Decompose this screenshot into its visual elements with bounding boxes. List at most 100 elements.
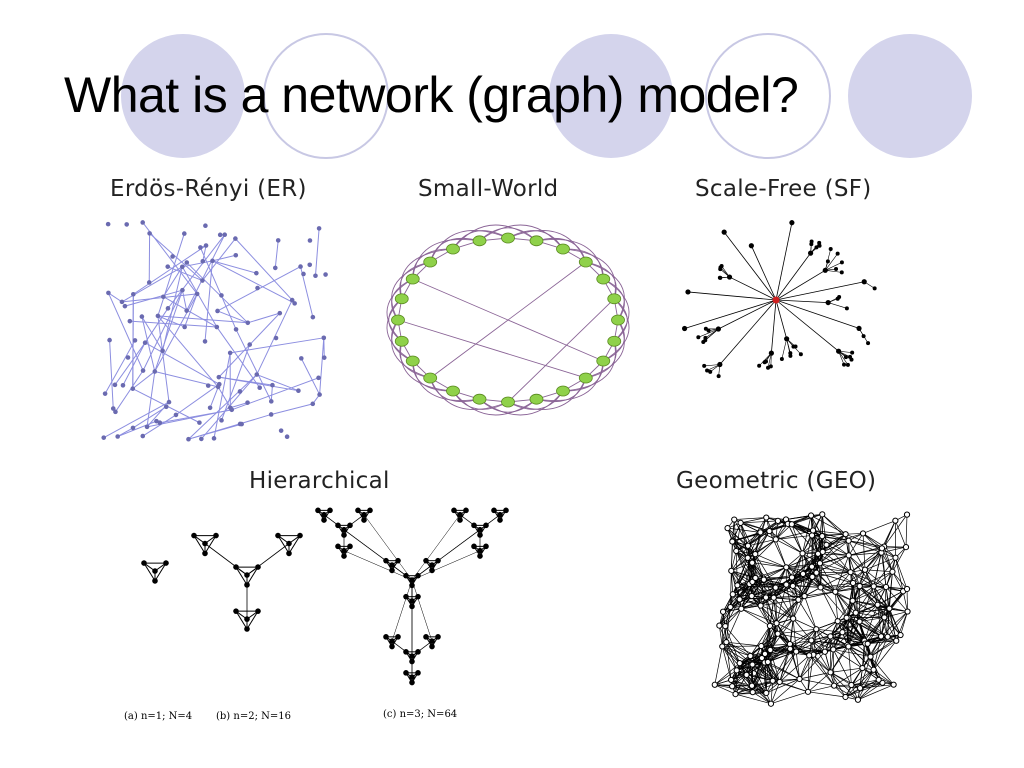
hierarchical-node xyxy=(341,553,347,559)
er-node xyxy=(321,355,327,360)
geometric-node xyxy=(845,552,852,559)
er-node xyxy=(130,386,136,391)
geometric-edge xyxy=(802,535,813,574)
geometric-edge xyxy=(733,519,749,546)
er-node xyxy=(237,421,243,427)
deco-circle-filled xyxy=(549,34,673,158)
er-node xyxy=(313,273,318,279)
geometric-edge xyxy=(848,621,860,647)
er-edge xyxy=(115,370,144,413)
er-node xyxy=(127,318,133,324)
geometric-edge xyxy=(773,597,794,619)
geometric-node xyxy=(749,559,756,566)
er-edge xyxy=(181,266,218,328)
hierarchical-node xyxy=(423,557,429,564)
hierarchical-node xyxy=(409,598,415,604)
er-node xyxy=(152,369,158,374)
geometric-edge xyxy=(730,570,732,608)
geometric-edge xyxy=(830,646,849,673)
geometric-node xyxy=(766,622,774,630)
geometric-edge xyxy=(835,571,851,592)
geometric-node xyxy=(767,700,775,707)
geometric-edge xyxy=(791,577,799,600)
geometric-edge xyxy=(807,685,835,693)
geometric-edge xyxy=(719,599,740,626)
geometric-node xyxy=(859,530,867,537)
er-node xyxy=(277,310,283,316)
er-edge xyxy=(212,260,295,304)
geometric-edge xyxy=(791,562,821,578)
scale-free-node xyxy=(808,250,814,256)
geometric-edge xyxy=(792,595,805,619)
er-label: Erdös-Rényi (ER) xyxy=(110,176,307,202)
geometric-edge xyxy=(857,684,894,701)
er-edge xyxy=(186,234,226,311)
small-world-arc xyxy=(412,360,480,401)
geometric-node xyxy=(799,550,806,557)
er-node xyxy=(161,294,166,300)
geometric-edge xyxy=(730,664,753,681)
geometric-edge xyxy=(848,555,875,587)
er-edge xyxy=(117,427,134,437)
hierarchical-node xyxy=(483,543,489,550)
geometric-edge xyxy=(740,522,756,555)
geometric-edge xyxy=(747,557,756,579)
geometric-edge xyxy=(751,661,769,686)
geometric-node xyxy=(859,664,866,672)
geometric-node xyxy=(761,650,769,657)
geometric-edge xyxy=(846,617,882,637)
geometric-edge xyxy=(730,545,749,572)
geometric-edge xyxy=(848,555,861,587)
geometric-edge xyxy=(750,655,753,686)
hierarchical-node xyxy=(409,603,415,610)
geometric-node xyxy=(809,527,817,534)
geometric-node xyxy=(856,618,863,625)
scale-free-node xyxy=(685,289,691,295)
small-world-shortcut xyxy=(397,319,586,379)
scale-free-leaf-node xyxy=(809,242,814,247)
geometric-edge xyxy=(732,541,748,559)
er-node xyxy=(278,428,284,433)
small-world-arc xyxy=(562,341,616,392)
er-node xyxy=(272,265,278,271)
er-node xyxy=(200,278,205,283)
small-world-node xyxy=(501,396,515,408)
geometric-edge xyxy=(850,548,883,573)
geometric-edge xyxy=(731,663,741,687)
hierarchical-caption-c: (c) n=3; N=64 xyxy=(383,709,458,720)
geometric-edge xyxy=(751,530,770,563)
geometric-node xyxy=(819,532,826,540)
geometric-edge xyxy=(860,684,894,689)
hierarchical-node xyxy=(367,507,373,514)
scale-free-edge xyxy=(718,299,777,330)
geometric-edge xyxy=(819,562,854,584)
er-edge xyxy=(157,315,219,388)
small-world-node xyxy=(611,314,625,326)
small-world-arc xyxy=(400,248,454,299)
geometric-node xyxy=(867,653,874,660)
er-node xyxy=(217,381,222,387)
geometric-edge xyxy=(722,646,740,664)
geometric-node xyxy=(749,661,756,668)
geometric-edge xyxy=(751,584,787,597)
geometric-edge xyxy=(819,540,849,564)
geometric-edge xyxy=(884,617,901,636)
small-world-node xyxy=(472,235,487,247)
geometric-node xyxy=(864,640,871,647)
geometric-edge xyxy=(764,623,777,655)
geometric-edge xyxy=(764,648,791,655)
geometric-node xyxy=(737,519,744,526)
geometric-node xyxy=(758,654,765,662)
er-edge xyxy=(218,376,299,392)
geometric-node xyxy=(774,517,782,524)
er-node xyxy=(166,399,172,405)
scale-free-node xyxy=(836,348,842,354)
er-node xyxy=(120,383,126,388)
geometric-edge xyxy=(859,552,882,587)
geometric-edge xyxy=(862,533,866,570)
geometric-node xyxy=(731,516,738,523)
scale-free-edge xyxy=(775,252,811,301)
geometric-edge xyxy=(811,640,834,650)
geometric-edge xyxy=(826,540,849,546)
er-node xyxy=(147,231,152,236)
